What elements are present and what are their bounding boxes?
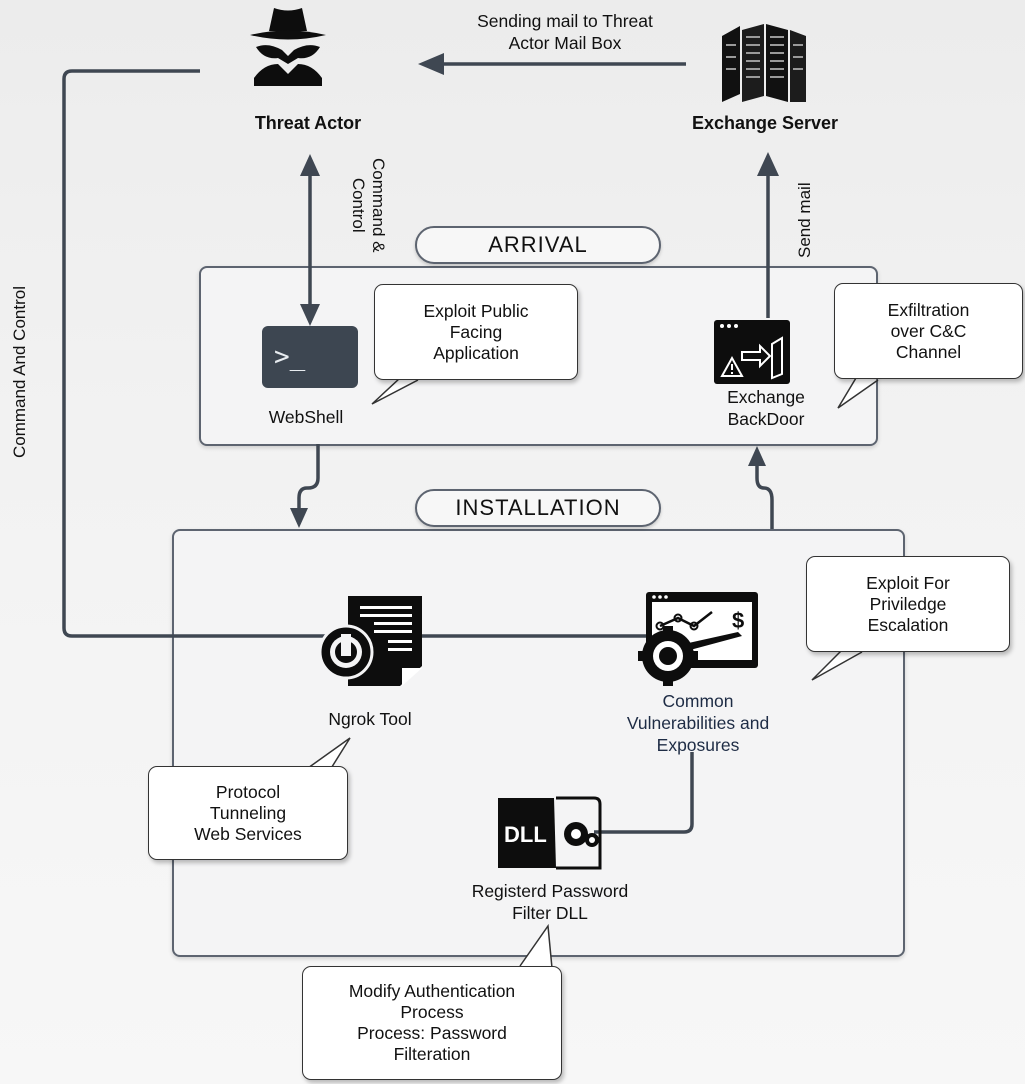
webshell-label: WebShell [268,407,344,427]
mail-label-line2: Actor Mail Box [508,33,622,53]
dll-label-line2: Filter DLL [512,903,588,923]
dll-file-icon: DLL [498,796,602,870]
cve-to-dll [594,752,694,834]
callout-protocol-line3: Web Services [194,823,302,844]
installation-panel [172,529,905,957]
cve-label-line1: Common [662,691,734,711]
callout-exfil-line3: Channel [895,341,962,362]
c2-arrowhead-down [300,304,320,326]
threat-actor-label: Threat Actor [254,113,362,133]
threat-actor-icon [250,8,326,86]
dll-icon-text: DLL [504,822,547,847]
c2-short-line2: Control [349,177,368,233]
backdoor-label-line2: BackDoor [727,409,805,429]
callout-modify-authentication: Modify Authentication Process Process: P… [302,966,562,1080]
arrival-to-installation-head [290,508,308,528]
command-and-control-label: Command And Control [10,286,29,458]
send-mail-label: Send mail [795,182,814,258]
terminal-prompt: >_ [274,342,306,372]
callout-exploit-public-line2: Facing [449,321,503,342]
mail-label-line1: Sending mail to Threat [477,11,653,31]
callout-protocol-line2: Tunneling [209,802,287,823]
backdoor-label: Exchange BackDoor [696,386,836,430]
callout-protocol-line1: Protocol [215,781,281,802]
callout-exfil-line2: over C&C [890,320,967,341]
installation-to-arrival [755,462,774,529]
tail-modify [519,923,553,969]
exchange-server-label: Exchange Server [691,113,839,133]
callout-modify-line4: Filteration [393,1044,471,1064]
mail-arrowhead [418,53,444,75]
dll-label: Registerd Password Filter DLL [420,880,680,924]
tail-exfil [837,377,879,409]
callout-modify-line3: Process: Password [357,1023,507,1043]
cve-label-line3: Exposures [656,735,740,755]
callout-exploit-public: Exploit Public Facing Application [374,284,578,380]
callout-exploit-public-line1: Exploit Public [423,300,529,321]
terminal-icon: >_ [262,326,358,388]
callout-priv-line1: Exploit For [866,572,950,593]
c2-arrowhead-up [300,154,320,176]
ngrok-tool-icon [318,596,422,686]
ngrok-label: Ngrok Tool [328,709,412,729]
stage-installation: INSTALLATION [415,489,661,527]
send-mail-arrowhead [757,152,779,176]
callout-exploit-public-line3: Application [433,342,519,363]
dll-label-line1: Registerd Password [471,881,629,901]
tail-priv [811,649,863,681]
svg-text:$: $ [732,608,744,633]
cve-label: Common Vulnerabilities and Exposures [586,690,810,756]
callout-exfiltration: Exfiltration over C&C Channel [834,283,1023,379]
tail-protocol [307,737,351,771]
cve-label-line2: Vulnerabilities and [626,713,770,733]
callout-protocol-tunneling: Protocol Tunneling Web Services [148,766,348,860]
callout-priv-line2: Priviledge [869,593,947,614]
tail-exploit-public [371,377,419,405]
command-control-loop [62,69,676,638]
callout-privilege-escalation: Exploit For Priviledge Escalation [806,556,1010,652]
callout-exfil-line1: Exfiltration [887,299,970,320]
callout-priv-line3: Escalation [867,614,949,635]
callout-modify-line1: Modify Authentication [348,981,516,1001]
backdoor-icon [714,320,790,384]
server-rack-icon [722,24,806,102]
callout-modify-line2: Process [400,1002,464,1022]
c2-short-line1: Command & [369,158,388,253]
stage-arrival: ARRIVAL [415,226,661,264]
installation-to-arrival-head [748,446,766,466]
c2-short-label: Command & Control [348,158,388,252]
backdoor-label-line1: Exchange [727,387,805,407]
mail-label: Sending mail to Threat Actor Mail Box [420,10,710,54]
arrival-to-installation [297,444,320,514]
vulnerability-gear-icon: $ [638,592,758,686]
